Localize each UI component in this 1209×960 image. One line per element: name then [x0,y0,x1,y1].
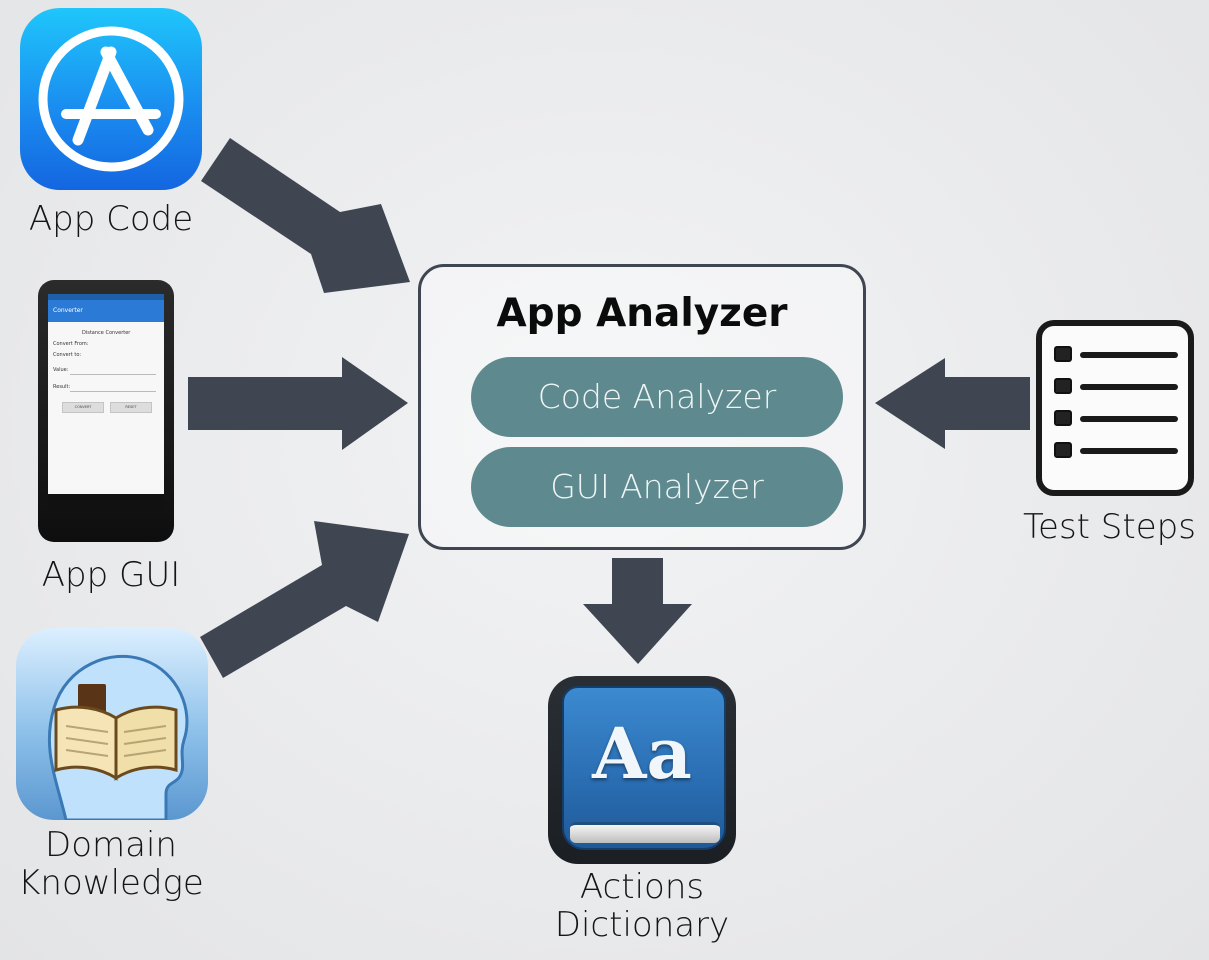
phone-field2-line [70,391,156,392]
app-store-icon [20,8,202,190]
checkbox-3 [1054,410,1072,426]
dictionary-pages [570,822,720,843]
phone-app-bar: Converter [48,300,164,322]
app-gui-label: App GUI [41,555,181,595]
checkbox-1 [1054,346,1072,362]
arrow-app-code [201,138,410,293]
phone-screen: Converter Distance Converter Convert Fro… [48,294,164,512]
code-analyzer-module: Code Analyzer [471,357,843,437]
phone-status-bar [48,294,164,300]
phone-field1: Value: [53,367,69,373]
phone-nav-bar [48,494,164,512]
phone-field2: Result: [53,384,71,390]
gui-analyzer-module: GUI Analyzer [471,447,843,527]
app-analyzer-box: App Analyzer Code Analyzer GUI Analyzer [418,264,866,550]
dictionary-book-icon: Aa [548,676,736,864]
phone-field1-line [70,374,156,375]
phone-convert-button: CONVERT [62,402,104,413]
dictionary-cover-text: Aa [592,712,692,795]
phone-row1: Convert From: [53,341,89,347]
list-line-2 [1080,384,1178,390]
arrow-output [583,558,692,664]
checkbox-4 [1054,442,1072,458]
test-steps-label: Test Steps [1023,507,1196,547]
list-line-3 [1080,416,1178,422]
phone-heading: Distance Converter [82,330,131,336]
arrow-test-steps [875,358,1030,449]
phone-row2: Convert to: [53,352,82,358]
head-book-icon [16,628,208,820]
checklist-icon [1036,320,1194,496]
arrow-app-gui [188,357,408,450]
arrow-domain-knowledge [200,521,409,678]
list-line-4 [1080,448,1178,454]
actions-dictionary-label: Actions Dictionary [554,867,730,946]
phone-reset-button: RESET [110,402,152,413]
app-analyzer-title: App Analyzer [496,291,788,336]
domain-knowledge-label: Domain Knowledge [18,825,204,904]
checkbox-2 [1054,378,1072,394]
app-code-label: App Code [28,199,194,239]
list-line-1 [1080,352,1178,358]
android-phone-icon: Converter Distance Converter Convert Fro… [38,280,174,542]
